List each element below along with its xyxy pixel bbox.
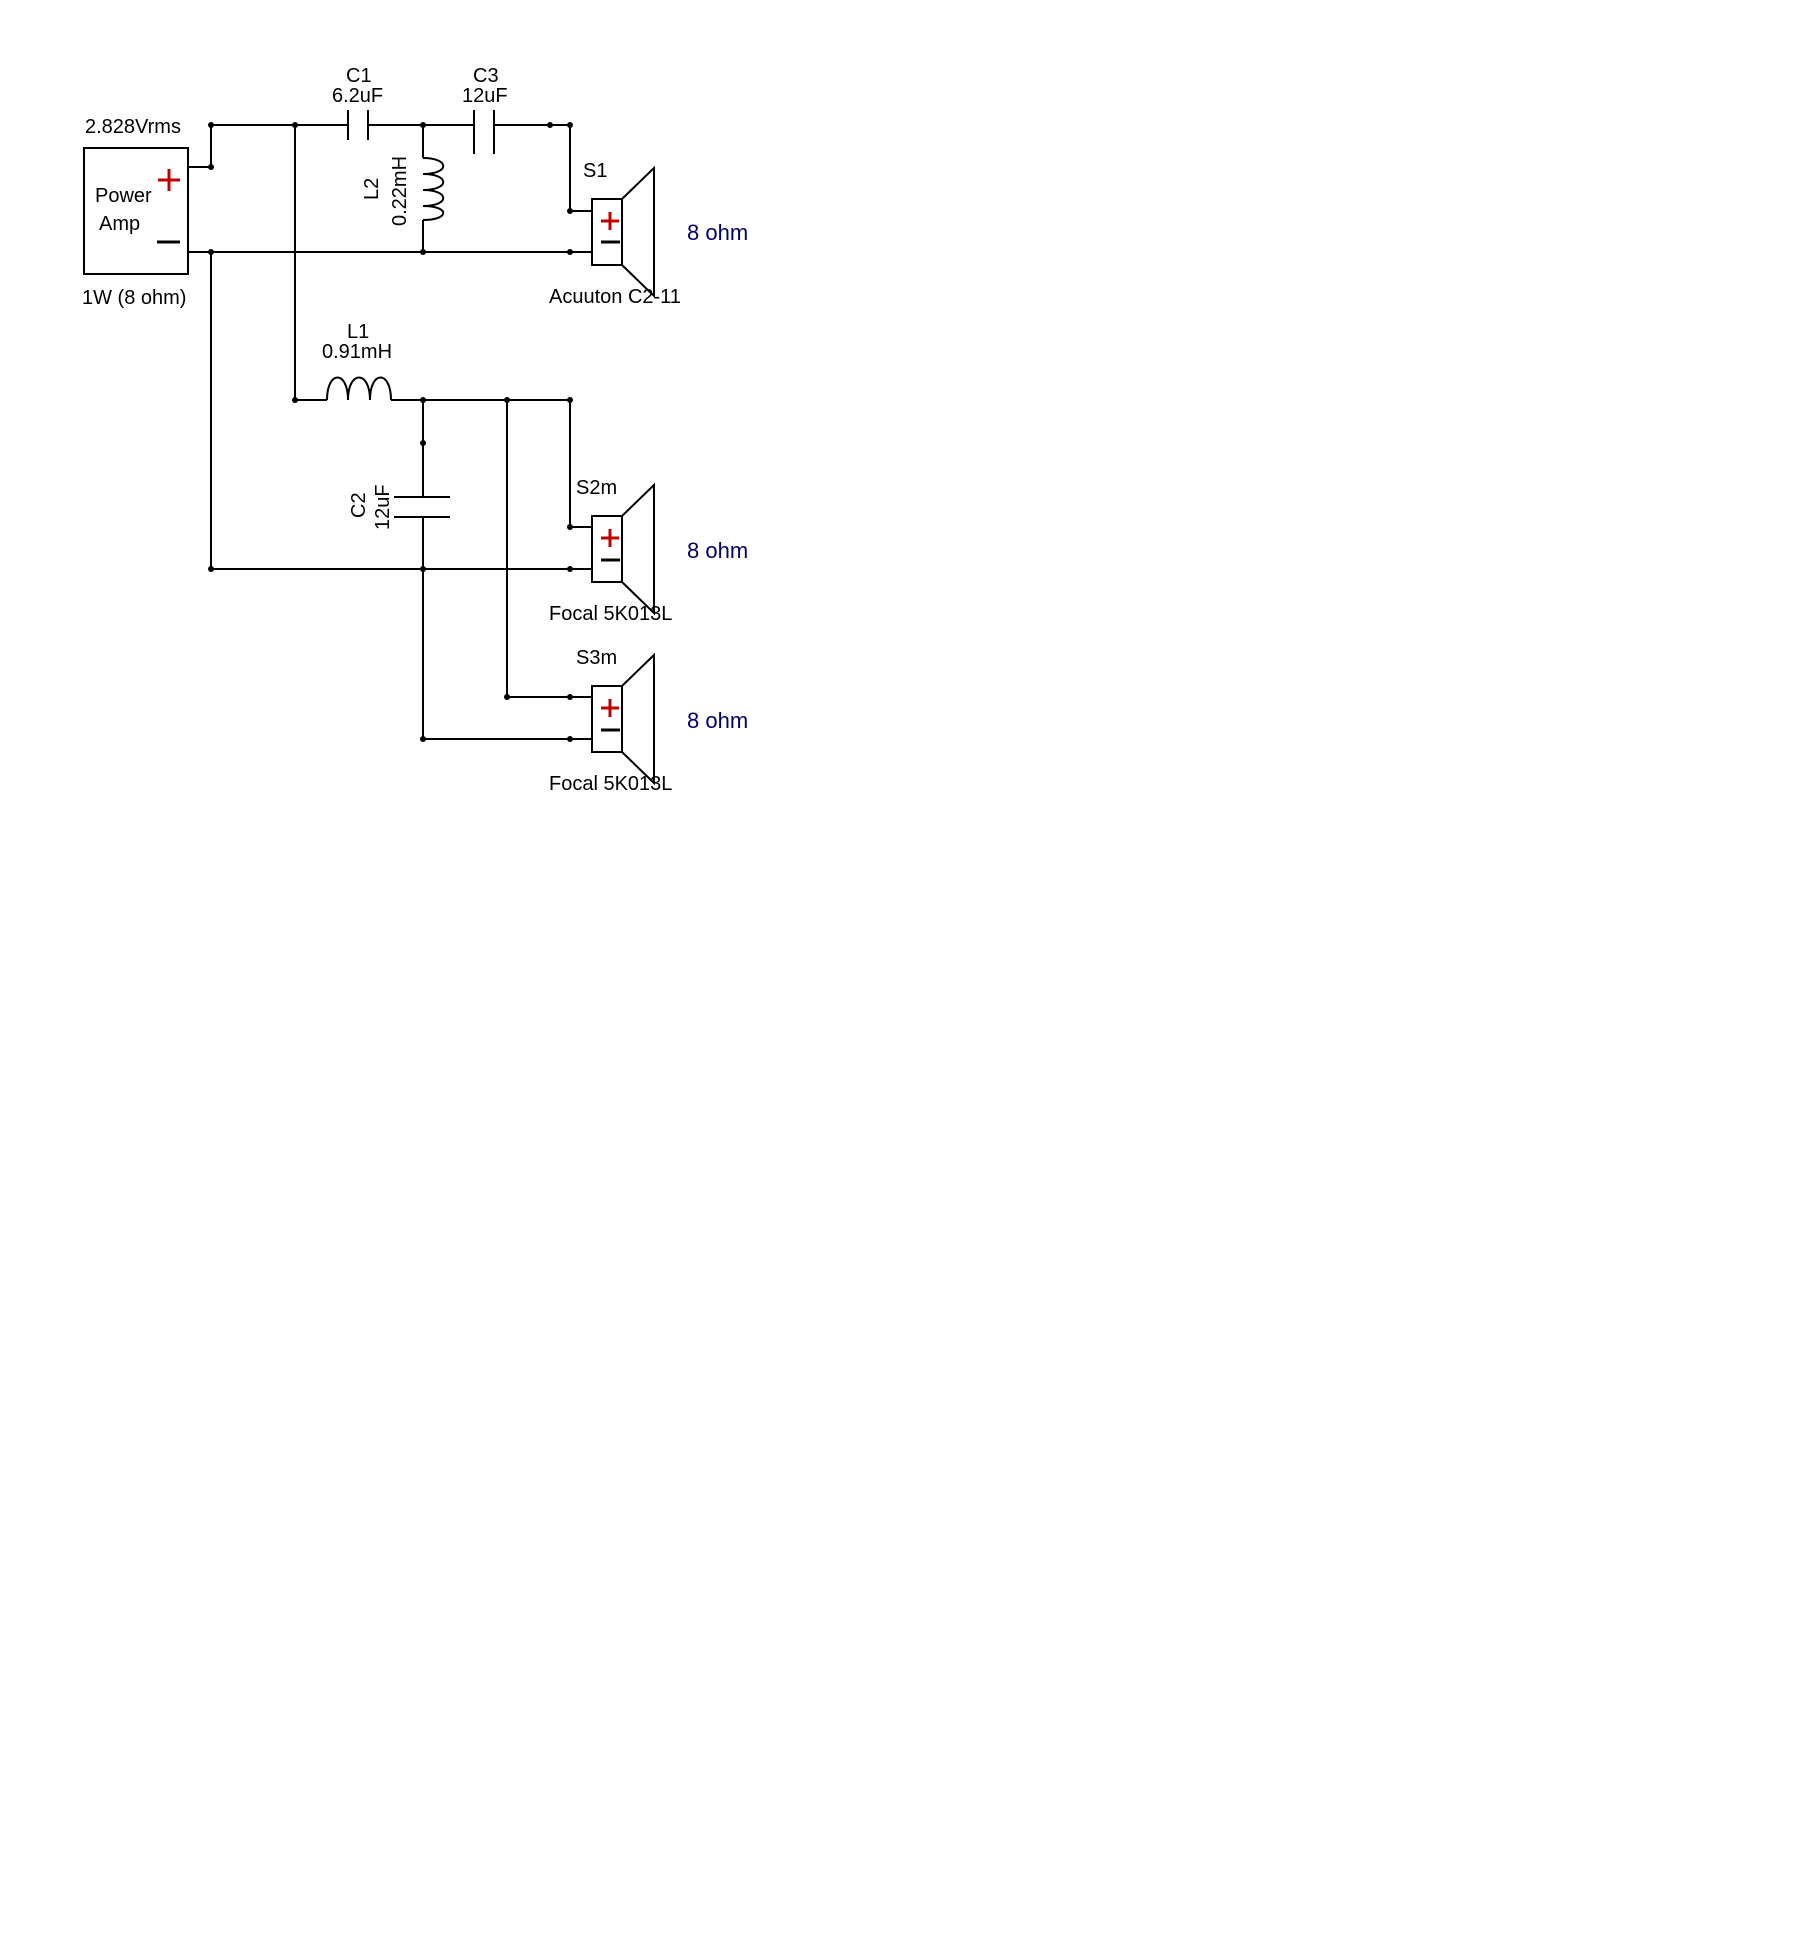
c3-ref: C3 [473,65,499,87]
speaker-s2m: S2m Focal 5K013L 8 ohm [549,477,748,625]
speaker-s1: S1 Acuuton C2-11 8 ohm [549,160,748,308]
l2-ref: L2 [361,178,383,200]
s2-impedance: 8 ohm [687,538,748,563]
l2-value: 0.22mH [389,156,411,226]
l1-ref: L1 [347,321,369,343]
speaker-icon [591,165,655,299]
wiring [188,124,592,740]
c3-value: 12uF [462,85,508,107]
s2-ref: S2m [576,477,617,499]
amp-power-label: 1W (8 ohm) [82,287,186,309]
speaker-icon [591,652,655,786]
s1-model: Acuuton C2-11 [549,286,681,308]
speaker-icon [591,482,655,616]
power-amp: Power Amp 2.828Vrms 1W (8 ohm) [82,116,189,309]
capacitor-c3: C3 12uF [462,65,508,154]
inductor-l2: L2 0.22mH [361,156,445,226]
junction-dots [208,122,573,742]
c1-ref: C1 [346,65,372,87]
s1-ref: S1 [583,160,607,182]
s2-model: Focal 5K013L [549,603,672,625]
inductor-l1: L1 0.91mH [322,321,392,401]
amp-plus-icon [158,169,180,191]
l1-value: 0.91mH [322,341,392,363]
c1-value: 6.2uF [332,85,383,107]
s3-ref: S3m [576,647,617,669]
amp-voltage-label: 2.828Vrms [85,116,181,138]
s3-impedance: 8 ohm [687,708,748,733]
speaker-s3m: S3m Focal 5K013L 8 ohm [549,647,748,795]
power-amp-box [83,147,189,275]
amp-name-line2: Amp [99,213,140,235]
c2-ref: C2 [348,492,370,518]
s3-model: Focal 5K013L [549,773,672,795]
amp-name-line1: Power [95,185,152,207]
c2-value: 12uF [372,484,394,530]
capacitor-c1: C1 6.2uF [332,65,383,140]
s1-impedance: 8 ohm [687,220,748,245]
capacitor-c2: C2 12uF [348,484,450,530]
